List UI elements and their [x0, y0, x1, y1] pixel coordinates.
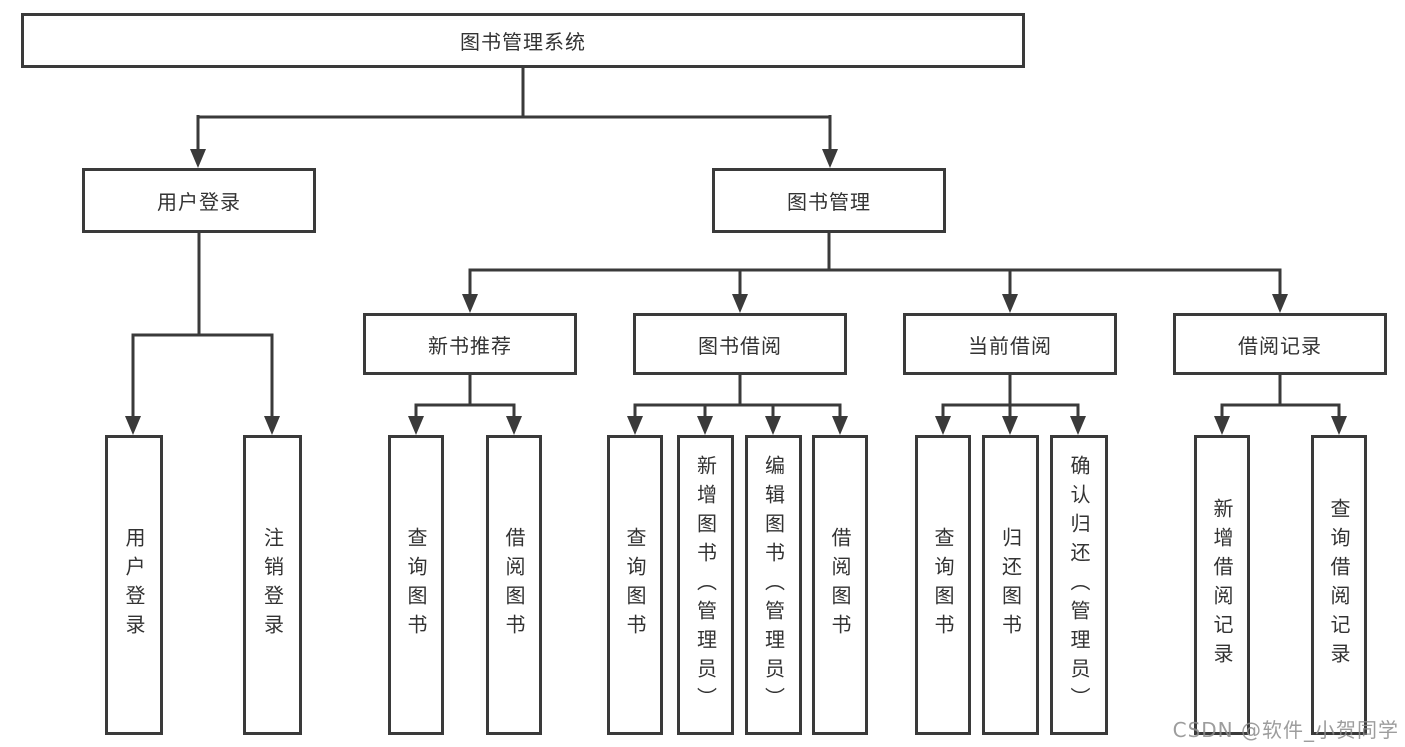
leaf-confirm-return-admin: 确认归还（管理员） — [1050, 435, 1108, 735]
node-label: 图书借阅 — [698, 333, 782, 358]
node-label: 新书推荐 — [428, 333, 512, 358]
leaf-user-login: 用户登录 — [105, 435, 163, 735]
leaf-add-books-admin: 新增图书（管理员） — [677, 435, 734, 735]
leaf-edit-books-admin: 编辑图书（管理员） — [745, 435, 802, 735]
node-new-book-recommend: 新书推荐 — [363, 313, 577, 375]
watermark: CSDN @软件_小贺同学 — [1172, 718, 1399, 742]
node-label: 当前借阅 — [968, 333, 1052, 358]
node-label: 用户登录 — [157, 190, 241, 214]
arrowhead-icons — [125, 149, 1347, 435]
leaf-logout: 注销登录 — [243, 435, 302, 735]
node-root-library-management-system: 图书管理系统 — [21, 13, 1025, 68]
node-current-borrow: 当前借阅 — [903, 313, 1117, 375]
node-book-borrow: 图书借阅 — [633, 313, 847, 375]
leaf-add-borrow-record: 新增借阅记录 — [1194, 435, 1250, 735]
leaf-borrow-books-1: 借阅图书 — [486, 435, 542, 735]
leaf-query-books-1: 查询图书 — [388, 435, 444, 735]
node-user-login: 用户登录 — [82, 168, 316, 233]
node-label: 借阅记录 — [1238, 333, 1322, 358]
node-borrow-records: 借阅记录 — [1173, 313, 1387, 375]
leaf-query-books-2: 查询图书 — [607, 435, 663, 735]
leaf-query-borrow-record: 查询借阅记录 — [1311, 435, 1367, 735]
leaf-borrow-books-2: 借阅图书 — [812, 435, 868, 735]
node-label: 图书管理 — [787, 190, 871, 214]
node-label: 图书管理系统 — [460, 30, 586, 54]
leaf-query-books-3: 查询图书 — [915, 435, 971, 735]
node-book-management: 图书管理 — [712, 168, 946, 233]
leaf-return-books: 归还图书 — [982, 435, 1039, 735]
